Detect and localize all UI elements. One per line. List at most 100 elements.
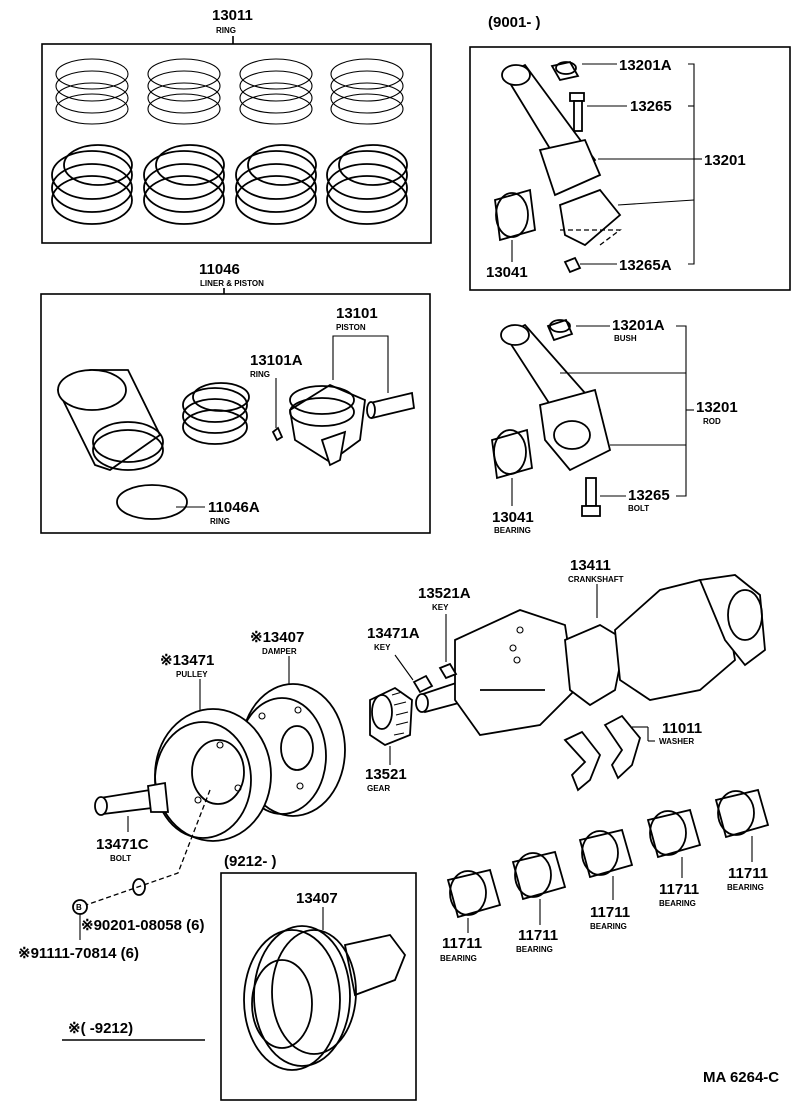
damper-pulley-group: ※13407 DAMPER ※13471 PULLEY 13471C BOLT <box>18 629 346 962</box>
label-11711-4-name: BEARING <box>659 899 696 908</box>
label-13407: ※13407 <box>250 629 304 646</box>
key-13521A <box>438 662 458 680</box>
label-13201: 13201 <box>696 399 738 416</box>
label-11711-1: 11711 <box>442 935 482 952</box>
label-11711-5: 11711 <box>728 865 768 882</box>
snap-ring <box>271 426 284 442</box>
label-11711-3-name: BEARING <box>590 922 627 931</box>
label-13201A-top: 13201A <box>619 57 672 74</box>
bolt-top <box>569 92 585 132</box>
label-11711-3: 11711 <box>590 904 630 921</box>
piston <box>289 383 366 467</box>
rod-9001-box <box>469 46 791 291</box>
bearing-top <box>494 188 536 242</box>
label-13521A-name: KEY <box>432 603 449 612</box>
label-13201-top: 13201 <box>704 152 746 169</box>
label-13101A: 13101A <box>250 352 303 369</box>
damper-9212-range: (9212- ) <box>224 853 277 870</box>
label-13411: 13411 <box>570 557 611 574</box>
bush-top <box>550 60 580 82</box>
label-91111: ※91111-70814 (6) <box>18 945 139 962</box>
label-11011-name: WASHER <box>659 737 694 746</box>
connecting-rod-9001 <box>501 63 622 247</box>
key-13471A <box>412 674 434 694</box>
label-13101: 13101 <box>336 305 378 322</box>
label-13201A: 13201A <box>612 317 665 334</box>
label-13471C-name: BOLT <box>110 854 131 863</box>
piston-ring-stacks <box>55 58 404 125</box>
main-bearings-group: 11711 BEARING 11711 BEARING 11711 BEARIN… <box>440 788 770 963</box>
liner-piston-name: LINER & PISTON <box>200 279 264 288</box>
main-bearing-5 <box>714 788 770 839</box>
label-13201A-name: BUSH <box>614 334 637 343</box>
label-13471: ※13471 <box>160 652 214 669</box>
label-11711-4: 11711 <box>659 881 699 898</box>
rod-bolt <box>581 477 601 517</box>
label-11711-5-name: BEARING <box>727 883 764 892</box>
label-13101A-name: RING <box>250 370 270 379</box>
washer-90201 <box>132 878 146 896</box>
label-11711-2: 11711 <box>518 927 558 944</box>
liner-piston-group: 11046 LINER & PISTON 13101A RING <box>40 261 431 534</box>
label-13407-new: 13407 <box>296 890 338 907</box>
diagram-code: MA 6264-C <box>703 1069 779 1086</box>
footnote: ※( -9212) <box>68 1020 133 1037</box>
label-13471A: 13471A <box>367 625 420 642</box>
piston-pin <box>366 391 415 420</box>
label-13265A: 13265A <box>619 257 672 274</box>
pulley-bolt <box>94 781 169 816</box>
label-13521: 13521 <box>365 766 407 783</box>
label-13201-name: ROD <box>703 417 721 426</box>
label-13521A: 13521A <box>418 585 471 602</box>
rod-9001-range: (9001- ) <box>488 14 541 31</box>
rod-group: 13201A BUSH 13201 ROD 13265 BOLT 13041 B… <box>491 317 738 535</box>
bush <box>546 318 574 342</box>
label-90201: ※90201-08058 (6) <box>81 917 205 934</box>
label-11711-2-name: BEARING <box>516 945 553 954</box>
liner-o-ring <box>116 484 188 520</box>
label-11711-1-name: BEARING <box>440 954 477 963</box>
ring-set-group: 13011 RING <box>41 7 432 244</box>
liner-piston-box <box>40 293 431 534</box>
main-bearing-3 <box>578 828 634 879</box>
damper-9212-group: (9212- ) 13407 <box>220 853 417 1101</box>
label-13265-top: 13265 <box>630 98 672 115</box>
ring-set-part-no: 13011 <box>212 7 253 24</box>
piston-rings <box>182 382 250 445</box>
ring-set-box <box>41 43 432 244</box>
main-bearing-4 <box>646 808 702 859</box>
label-13521-name: GEAR <box>367 784 390 793</box>
label-11046A-name: RING <box>210 517 230 526</box>
ring-set-name: RING <box>216 26 236 35</box>
crank-pulley <box>154 708 272 842</box>
damper-9212-box <box>220 872 417 1101</box>
label-13411-name: CRANKSHAFT <box>568 575 624 584</box>
label-13471C: 13471C <box>96 836 149 853</box>
label-13041-name: BEARING <box>494 526 531 535</box>
connecting-rod <box>500 323 612 472</box>
label-13041-top: 13041 <box>486 264 528 281</box>
crankshaft <box>415 574 766 736</box>
label-13101-name: PISTON <box>336 323 366 332</box>
label-13407-name: DAMPER <box>262 647 297 656</box>
label-13265-name: BOLT <box>628 504 649 513</box>
main-bearing-2 <box>511 850 567 901</box>
liner-piston-part-no: 11046 <box>199 261 240 278</box>
b-mark: B <box>76 903 82 912</box>
damper-9212 <box>243 925 407 1071</box>
crankshaft-group: 13411 CRANKSHAFT 13521A KEY 13471A KEY <box>365 557 766 793</box>
nut-top <box>563 256 582 274</box>
label-13041: 13041 <box>492 509 534 526</box>
label-13265: 13265 <box>628 487 670 504</box>
thrust-washers <box>563 714 641 792</box>
rod-bearing <box>491 428 533 480</box>
label-11046A: 11046A <box>208 499 260 516</box>
timing-gear <box>369 686 413 747</box>
label-11011: 11011 <box>662 720 702 737</box>
liner-ring-stacks <box>51 144 408 225</box>
cylinder-liner <box>56 369 164 471</box>
label-13471A-name: KEY <box>374 643 391 652</box>
footnote-group: ※( -9212) <box>62 1020 205 1041</box>
main-bearing-1 <box>446 868 502 919</box>
